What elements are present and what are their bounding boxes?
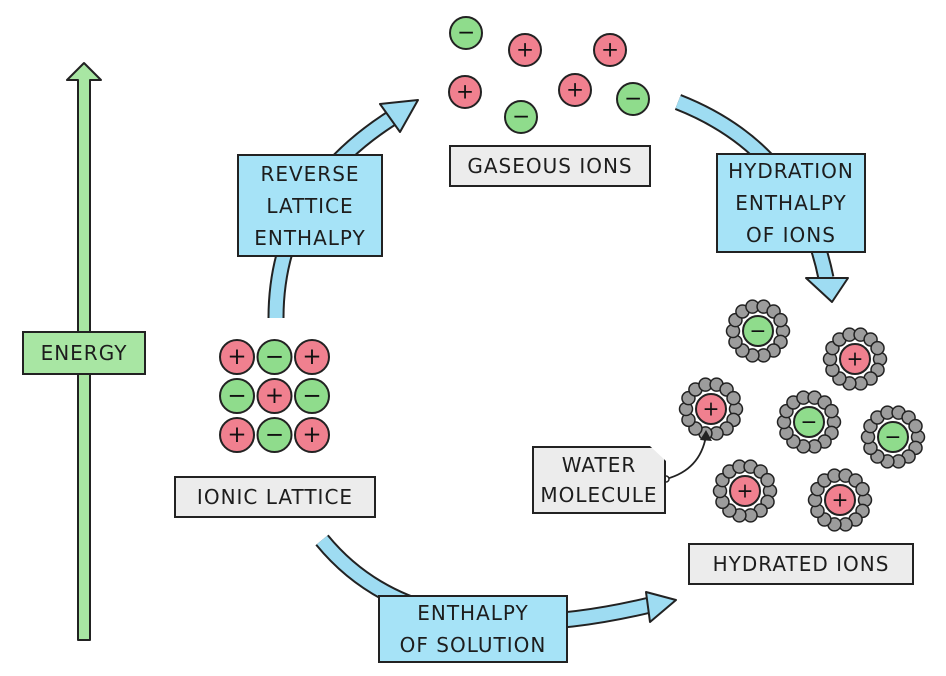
- lattice-cation: +: [294, 417, 330, 453]
- minus-symbol: −: [457, 21, 475, 46]
- minus-symbol: −: [227, 383, 246, 409]
- hydrated-ions-text: HYDRATED IONS: [712, 552, 890, 576]
- hydration-line-3: OF IONS: [746, 223, 836, 247]
- plus-symbol: +: [516, 38, 534, 63]
- lattice-anion: −: [256, 339, 293, 375]
- plus-symbol: +: [302, 422, 321, 448]
- plus-symbol: +: [456, 80, 474, 105]
- minus-symbol: −: [750, 318, 767, 342]
- lattice-cation: +: [219, 417, 255, 453]
- water-line-2: MOLECULE: [540, 483, 658, 507]
- reverse-lattice-line-3: ENTHALPY: [254, 225, 366, 250]
- hydrated-cation: +: [822, 327, 888, 391]
- gaseous-anion: −: [616, 82, 650, 116]
- water-molecule-pointer: [662, 430, 712, 483]
- hydration-line-2: ENTHALPY: [735, 191, 847, 215]
- minus-symbol: −: [885, 424, 902, 448]
- gaseous-ions-label: GASEOUS IONS: [449, 145, 651, 187]
- hydrated-anion: −: [725, 299, 791, 363]
- water-molecule-label: WATER MOLECULE: [532, 446, 666, 514]
- minus-symbol: −: [624, 87, 642, 112]
- energy-label: ENERGY: [22, 331, 146, 375]
- enthalpy-of-solution-label: ENTHALPY OF SOLUTION: [378, 595, 568, 663]
- solution-line-2: OF SOLUTION: [399, 633, 547, 657]
- water-molecule-bead: [726, 390, 741, 406]
- ionic-lattice-label: IONIC LATTICE: [174, 476, 376, 518]
- minus-symbol: −: [302, 383, 321, 409]
- water-molecule-bead: [908, 418, 923, 434]
- gaseous-cation: +: [448, 75, 482, 109]
- plus-symbol: +: [832, 487, 849, 511]
- water-molecule-bead: [855, 481, 870, 497]
- plus-symbol: +: [227, 344, 246, 370]
- hydration-line-1: HYDRATION: [728, 159, 854, 183]
- water-molecule-bead: [824, 403, 839, 419]
- minus-symbol: −: [801, 409, 818, 433]
- gaseous-cation: +: [508, 33, 542, 67]
- lattice-cation: +: [256, 378, 293, 414]
- plus-symbol: +: [227, 422, 246, 448]
- hydrated-anion: −: [776, 390, 842, 454]
- hydrated-cation: +: [807, 468, 873, 532]
- water-line-1: WATER: [561, 453, 637, 477]
- gaseous-cation: +: [558, 73, 592, 107]
- hydration-enthalpy-label: HYDRATION ENTHALPY OF IONS: [716, 153, 866, 253]
- gaseous-anion: −: [449, 16, 483, 50]
- minus-symbol: −: [265, 344, 284, 370]
- hydrated-anion: −: [860, 405, 926, 469]
- hydrated-cation: +: [678, 377, 744, 441]
- reverse-lattice-line-1: REVERSE: [260, 161, 360, 186]
- plus-symbol: +: [847, 346, 864, 370]
- minus-symbol: −: [512, 105, 530, 130]
- plus-symbol: +: [265, 383, 284, 409]
- gaseous-anion: −: [504, 100, 538, 134]
- plus-symbol: +: [601, 38, 619, 63]
- energy-text: ENERGY: [40, 341, 128, 365]
- gaseous-ions-text: GASEOUS IONS: [467, 154, 633, 178]
- plus-symbol: +: [302, 344, 321, 370]
- reverse-lattice-enthalpy-label: REVERSE LATTICE ENTHALPY: [237, 154, 383, 257]
- water-molecule-bead: [870, 340, 885, 356]
- hydrated-cation: +: [712, 459, 778, 523]
- plus-symbol: +: [703, 396, 720, 420]
- plus-symbol: +: [737, 478, 754, 502]
- hydrated-ions-label: HYDRATED IONS: [688, 543, 914, 585]
- minus-symbol: −: [265, 422, 284, 448]
- lattice-cation: +: [219, 339, 255, 375]
- reverse-lattice-line-2: LATTICE: [266, 193, 354, 218]
- ionic-lattice-text: IONIC LATTICE: [196, 485, 354, 509]
- water-molecule-bead: [760, 472, 775, 488]
- plus-symbol: +: [566, 78, 584, 103]
- lattice-anion: −: [294, 378, 330, 414]
- lattice-anion: −: [219, 378, 255, 414]
- lattice-anion: −: [256, 417, 293, 453]
- water-molecule-bead: [773, 312, 788, 328]
- gaseous-cation: +: [593, 33, 627, 67]
- lattice-cation: +: [294, 339, 330, 375]
- solution-line-1: ENTHALPY: [417, 601, 529, 625]
